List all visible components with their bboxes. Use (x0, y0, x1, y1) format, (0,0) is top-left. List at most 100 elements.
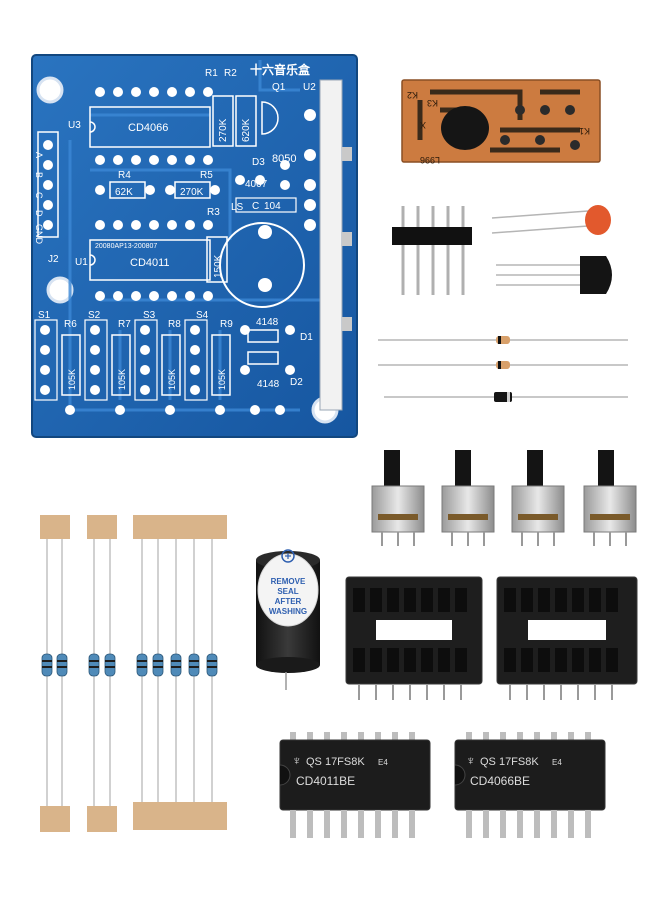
mounting-hole (36, 76, 64, 104)
buzzer: REMOVE SEAL AFTER WASHING (256, 549, 320, 690)
pcb-title: 十六音乐盒 (250, 62, 311, 77)
slide-switch-3 (511, 450, 565, 546)
diodes (378, 336, 628, 402)
label-r1: R1 (205, 68, 218, 79)
label-104: 104 (264, 201, 281, 212)
label-d1: D1 (300, 332, 313, 343)
label-cd4066: CD4066 (128, 122, 168, 134)
label-l996: L996 (420, 155, 440, 165)
slide-switch-4 (583, 450, 637, 546)
tape-bottom-2 (87, 806, 117, 832)
label-board-code: 20080AP13-200807 (95, 243, 157, 250)
ti-logo-icon: ♆ (292, 753, 302, 768)
label-s1: S1 (38, 310, 51, 321)
pin-header (392, 206, 472, 295)
label-pin-a: A (34, 152, 44, 158)
j2-outline (37, 131, 59, 238)
label-150k: 150K (213, 254, 224, 278)
chip-left-line2: CD4011BE (296, 774, 355, 788)
blob-chip (441, 106, 489, 150)
label-r4: R4 (118, 170, 131, 181)
label-cd4011: CD4011 (130, 257, 170, 269)
label-r6: R6 (64, 319, 77, 330)
label-u3: U3 (68, 120, 81, 131)
resistor-3 (88, 653, 100, 677)
label-x: X (420, 120, 426, 130)
resistor-4 (104, 653, 116, 677)
resistor-9 (206, 653, 218, 677)
label-r5: R5 (200, 170, 213, 181)
solder-pads (40, 87, 316, 415)
pcb-board: 十六音乐盒 R1 R2 Q1 U2 U3 CD4066 270K 620K D3… (31, 54, 358, 438)
label-105k-3: 105K (167, 369, 177, 390)
label-s4: S4 (196, 310, 209, 321)
label-u2: U2 (303, 82, 316, 93)
resistor-5 (136, 653, 148, 677)
tape-top-2 (87, 515, 117, 539)
label-r9: R9 (220, 319, 233, 330)
chip-right-line2: CD4066BE (470, 774, 530, 788)
label-s2: S2 (88, 310, 101, 321)
buzzer-label-4: WASHING (269, 607, 307, 616)
sound-module-board: K2 K3 K1 L996 X (401, 79, 601, 165)
u2-strip (319, 79, 343, 411)
speaker-outline (219, 222, 305, 308)
slide-switch-2 (441, 450, 495, 546)
label-4148-bottom: 4148 (257, 379, 280, 390)
label-q1: Q1 (272, 82, 286, 93)
label-k3: K3 (427, 98, 438, 108)
label-d2: D2 (290, 377, 303, 388)
ic-socket-left (345, 576, 483, 700)
ti-logo-icon: ♆ (466, 753, 476, 768)
label-105k-4: 105K (217, 369, 227, 390)
label-pin-c: C (34, 192, 44, 199)
label-c: C (252, 201, 259, 212)
ceramic-capacitor (491, 205, 611, 235)
label-u1: U1 (75, 257, 88, 268)
label-k1: K1 (579, 126, 590, 136)
label-270k-b: 270K (180, 187, 204, 198)
label-r8: R8 (168, 319, 181, 330)
resistor-strip (40, 515, 227, 832)
slide-switch-1 (371, 450, 425, 546)
resistor-8 (188, 653, 200, 677)
buzzer-label-1: REMOVE (271, 577, 306, 586)
label-620k: 620K (241, 118, 252, 142)
label-d3: D3 (252, 157, 265, 168)
tape-bottom-3 (133, 802, 227, 830)
chip-left-suffix: E4 (378, 758, 388, 767)
label-105k-2: 105K (117, 369, 127, 390)
label-pin-d: D (34, 210, 44, 217)
tape-top-1 (40, 515, 70, 539)
mounting-hole (46, 276, 74, 304)
tape-top-3 (133, 515, 227, 539)
ic-socket-right (496, 576, 638, 700)
label-r2: R2 (224, 68, 237, 79)
label-r7: R7 (118, 319, 131, 330)
u1-outline (89, 239, 211, 281)
u3-outline (89, 106, 211, 148)
label-4007: 4007 (245, 179, 268, 190)
label-ls: LS (231, 202, 244, 213)
buzzer-label-3: AFTER (275, 597, 302, 606)
label-s3: S3 (143, 310, 156, 321)
label-pin-b: B (34, 172, 44, 178)
label-pin-gnd: GND (34, 224, 44, 245)
buzzer-label-2: SEAL (277, 587, 298, 596)
label-270k-a: 270K (218, 118, 229, 142)
chip-cd4011: ♆ QS 17FS8K E4 CD4011BE (279, 732, 431, 838)
label-8050: 8050 (272, 153, 296, 165)
resistor-6 (152, 653, 164, 677)
resistor-1 (41, 653, 53, 677)
label-62k: 62K (115, 187, 133, 198)
label-105k-1: 105K (67, 369, 77, 390)
label-r3: R3 (207, 207, 220, 218)
resistor-7 (170, 653, 182, 677)
chip-right-line1: QS 17FS8K (480, 756, 539, 768)
chip-right-suffix: E4 (552, 758, 562, 767)
chip-left-line1: QS 17FS8K (306, 756, 365, 768)
tape-bottom-1 (40, 806, 70, 832)
chip-cd4066: ♆ QS 17FS8K E4 CD4066BE (454, 732, 606, 838)
label-k2: K2 (407, 90, 418, 100)
